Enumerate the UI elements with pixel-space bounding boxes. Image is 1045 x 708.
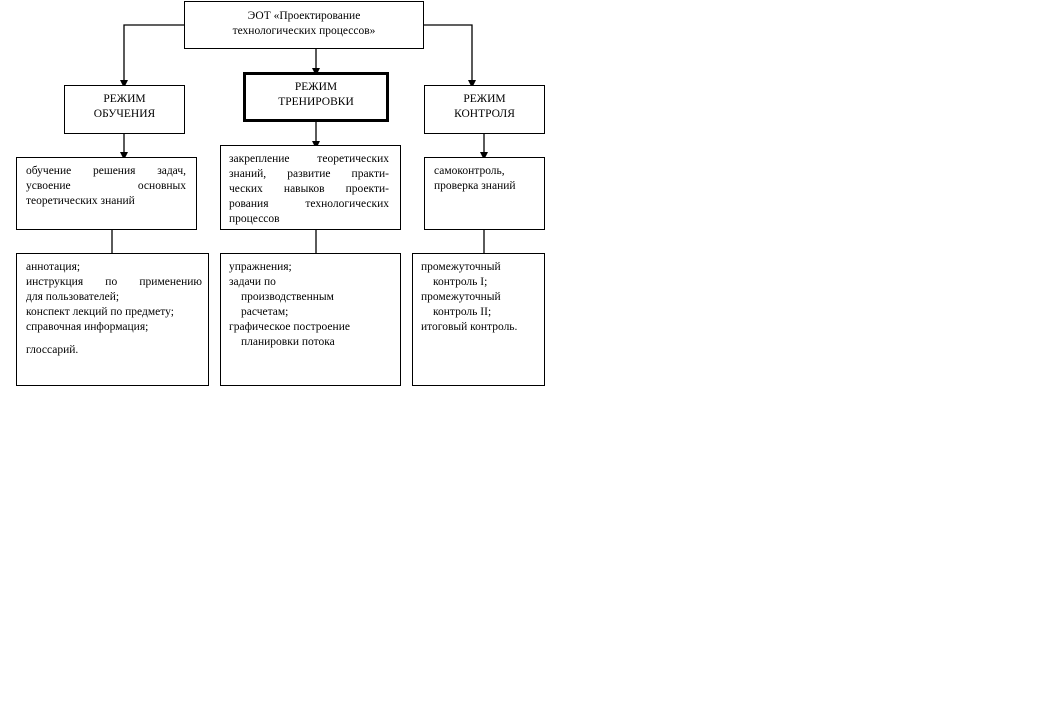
training-item-1: упражнения;: [229, 261, 292, 273]
learning-item-1: аннотация;: [26, 261, 81, 273]
connector-root-control: [424, 24, 476, 88]
training-purpose-line-5: процессов: [229, 213, 280, 225]
control-purpose-line-2: проверка знаний: [434, 180, 516, 192]
root-line-2: технологических процессов»: [232, 25, 376, 37]
learning-purpose-line-3: теоретических знаний: [26, 195, 135, 207]
mode-training-title-1: РЕЖИМ: [294, 81, 338, 93]
training-item-5: графическое построение: [229, 321, 350, 333]
learning-items-box: аннотация; инструкция по применению для …: [16, 253, 209, 386]
control-purpose-line-1: самоконтроль,: [434, 165, 505, 177]
training-item-3: производственным: [241, 291, 334, 303]
control-purpose-box: самоконтроль, проверка знаний: [424, 157, 545, 230]
learning-purpose-line-1: обучение решения задач,: [26, 165, 186, 177]
mode-training-title-2: ТРЕНИРОВКИ: [278, 96, 354, 108]
mode-learning-box: РЕЖИМ ОБУЧЕНИЯ: [64, 85, 185, 134]
training-purpose-line-2: знаний, развитие практи-: [229, 168, 389, 180]
control-item-1: промежуточный: [421, 261, 501, 273]
mode-control-title-1: РЕЖИМ: [463, 93, 506, 105]
training-purpose-line-1: закрепление теоретических: [229, 153, 389, 165]
mode-control-title-2: КОНТРОЛЯ: [454, 108, 515, 120]
training-purpose-box: закрепление теоретических знаний, развит…: [220, 145, 401, 230]
root-line-1: ЭОТ «Проектирование: [247, 10, 361, 22]
control-item-4: контроль II;: [433, 306, 492, 318]
connector-root-learning: [120, 24, 184, 88]
learning-item-4: конспект лекций по предмету;: [26, 306, 174, 318]
root-box: ЭОТ «Проектирование технологических проц…: [184, 1, 424, 49]
training-purpose-line-4: рования технологических: [229, 198, 389, 210]
control-item-3: промежуточный: [421, 291, 501, 303]
training-item-4: расчетам;: [241, 306, 289, 318]
learning-item-6: глоссарий.: [26, 344, 79, 356]
learning-item-2: инструкция по применению: [26, 276, 202, 288]
mode-training-box: РЕЖИМ ТРЕНИРОВКИ: [243, 72, 389, 122]
mode-learning-title-2: ОБУЧЕНИЯ: [93, 108, 156, 120]
control-items-box: промежуточный контроль I; промежуточный …: [412, 253, 545, 386]
training-purpose-line-3: ческих навыков проекти-: [229, 183, 389, 195]
learning-purpose-line-2: усвоение основных: [26, 180, 186, 192]
training-item-6: планировки потока: [241, 336, 335, 348]
training-item-2: задачи по: [229, 276, 276, 288]
control-item-2: контроль I;: [433, 276, 488, 288]
mode-control-box: РЕЖИМ КОНТРОЛЯ: [424, 85, 545, 134]
mode-learning-title-1: РЕЖИМ: [103, 93, 146, 105]
learning-item-3: для пользователей;: [26, 291, 120, 303]
learning-purpose-box: обучение решения задач, усвоение основны…: [16, 157, 197, 230]
learning-item-5: справочная информация;: [26, 321, 149, 333]
control-item-5: итоговый контроль.: [421, 321, 518, 333]
training-items-box: упражнения; задачи по производственным р…: [220, 253, 401, 386]
